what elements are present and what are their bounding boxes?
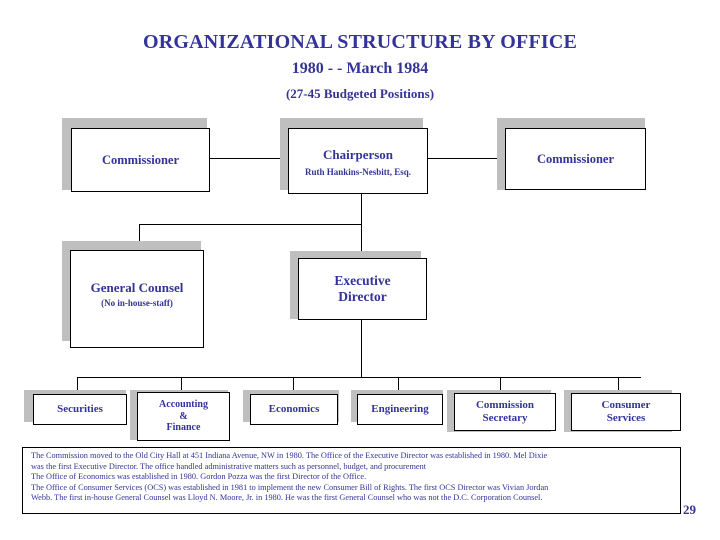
connector-drop-economics (293, 377, 294, 394)
connector-commissioner-left-to-chair (209, 158, 288, 159)
accounting-finance-label-line1: Accounting (159, 399, 208, 411)
executive-director-label-line1: Executive (334, 273, 391, 289)
node-commissioner-right[interactable]: Commissioner (505, 128, 646, 190)
page-subtitle-positions: (27-45 Budgeted Positions) (285, 86, 435, 101)
node-securities[interactable]: Securities (33, 394, 127, 425)
page-subtitle-period: 1980 - - March 1984 (291, 60, 429, 77)
connector-drop-engineering (398, 377, 399, 394)
executive-director-label-line2: Director (338, 289, 387, 304)
page-title: ORGANIZATIONAL STRUCTURE BY OFFICE (142, 31, 578, 53)
node-general-counsel[interactable]: General Counsel (No in-house-staff) (70, 250, 204, 348)
footnote-line-2: was the first Executive Director. The of… (31, 461, 427, 471)
node-executive-director[interactable]: Executive Director (298, 258, 427, 320)
node-engineering[interactable]: Engineering (357, 394, 443, 425)
connector-drop-accounting (181, 377, 182, 394)
commissioner-right-label: Commissioner (536, 151, 615, 166)
node-chairperson[interactable]: Chairperson Ruth Hankins-Nesbitt, Esq. (288, 128, 428, 194)
commission-secretary-label-line1: Commission (475, 399, 535, 412)
engineering-label: Engineering (371, 403, 429, 416)
connector-chair-stem (361, 194, 362, 251)
node-consumer-services[interactable]: Consumer Services (571, 393, 681, 431)
accounting-finance-label-line3: Finance (166, 422, 201, 434)
commissioner-left-label: Commissioner (101, 152, 180, 167)
page-number: 29 (683, 502, 696, 517)
accounting-finance-label-line2: & (179, 410, 188, 422)
footnote-line-4: The Office of Consumer Services (OCS) wa… (31, 482, 549, 492)
connector-drop-consumer-services (618, 377, 619, 394)
chairperson-name: Ruth Hankins-Nesbitt, Esq. (304, 167, 412, 178)
connector-executive-director-stem (361, 320, 362, 377)
economics-label: Economics (268, 403, 320, 416)
footnote-line-1: The Commission moved to the Old City Hal… (31, 451, 548, 460)
connector-drop-securities (77, 377, 78, 394)
footnote-box: The Commission moved to the Old City Hal… (22, 447, 681, 514)
node-accounting-finance[interactable]: Accounting & Finance (137, 392, 230, 441)
connector-bottom-bus (77, 377, 641, 378)
consumer-services-label-line2: Services (606, 412, 646, 424)
connector-drop-commission-secretary (500, 377, 501, 394)
chairperson-label: Chairperson (322, 147, 394, 163)
commission-secretary-label-line2: Secretary (482, 412, 528, 424)
general-counsel-label: General Counsel (90, 280, 184, 296)
securities-label: Securities (57, 403, 103, 416)
connector-general-counsel-stem (139, 224, 140, 251)
footnote-line-5: Webb. The first in-house General Counsel… (31, 493, 543, 503)
footnote-line-3: The Office of Economics was established … (31, 472, 367, 482)
node-commission-secretary[interactable]: Commission Secretary (454, 393, 556, 431)
connector-chair-to-commissioner-right (428, 158, 505, 159)
node-economics[interactable]: Economics (250, 394, 338, 425)
node-commissioner-left[interactable]: Commissioner (71, 128, 210, 192)
connector-branch-to-general-counsel (139, 224, 362, 225)
general-counsel-note: (No in-house-staff) (101, 298, 173, 309)
consumer-services-label-line1: Consumer (601, 399, 651, 412)
